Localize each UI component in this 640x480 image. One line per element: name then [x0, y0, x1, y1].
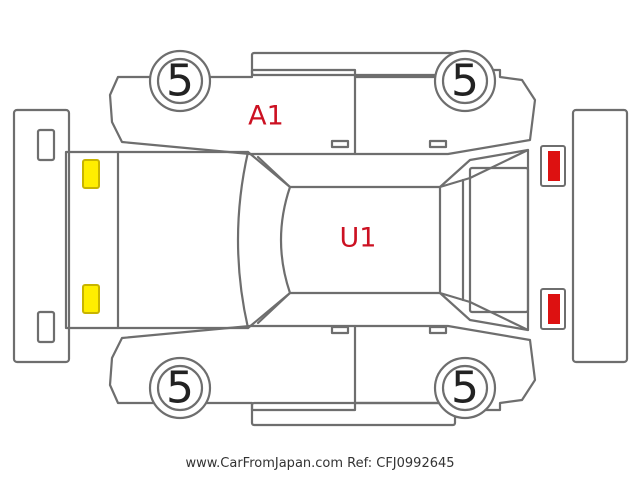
rear-quarter-left	[438, 148, 530, 189]
watermark-text: www.CarFromJapan.com Ref: CFJ0992645	[185, 456, 455, 471]
taillight-left	[548, 151, 560, 181]
tire-rear-right: 5	[433, 356, 497, 420]
front-view	[12, 108, 71, 364]
top-view	[64, 148, 530, 332]
headlight-left	[82, 159, 100, 189]
damage-mark-left-front-door: A1	[248, 101, 284, 132]
tire-front-left-inner	[156, 57, 204, 105]
right-side-view	[108, 324, 537, 427]
rear-bumper-outline	[571, 108, 629, 364]
right-rear-door-handle	[428, 325, 448, 335]
tire-rear-right-inner	[441, 364, 489, 412]
a-pillar-right	[256, 291, 292, 325]
left-side-view	[108, 51, 537, 156]
taillight-right	[548, 294, 560, 324]
windshield-rear-edge	[279, 185, 292, 295]
left-side-step	[250, 51, 457, 77]
tire-front-left-grade: 5	[166, 56, 194, 107]
rear-quarter-right	[438, 291, 530, 332]
front-fog-lamp-bottom	[36, 310, 56, 344]
right-side-body-outline	[108, 324, 537, 412]
left-front-door-handle	[330, 139, 350, 149]
a-pillar-left	[256, 155, 292, 189]
headlight-right	[82, 284, 100, 314]
tire-front-right: 5	[433, 49, 497, 113]
windshield-front-edge	[236, 150, 250, 330]
tire-rear-left: 5	[148, 356, 212, 420]
right-front-door-handle	[330, 325, 350, 335]
tire-front-right-inner	[441, 57, 489, 105]
tire-rear-left-grade: 5	[166, 363, 194, 414]
tire-rear-right-grade: 5	[451, 363, 479, 414]
top-view-body-outline	[64, 148, 530, 332]
right-side-step	[250, 401, 457, 427]
left-side-body-outline	[108, 68, 537, 156]
damage-mark-roof: U1	[340, 223, 377, 254]
front-fog-lamp-top	[36, 128, 56, 162]
tire-front-left: 5	[148, 49, 212, 113]
tailgate-outline	[468, 166, 530, 314]
left-rear-door-handle	[428, 139, 448, 149]
front-bumper-outline	[12, 108, 71, 364]
tire-front-right-grade: 5	[451, 56, 479, 107]
tire-rear-left-inner	[156, 364, 204, 412]
rear-view	[571, 108, 629, 364]
